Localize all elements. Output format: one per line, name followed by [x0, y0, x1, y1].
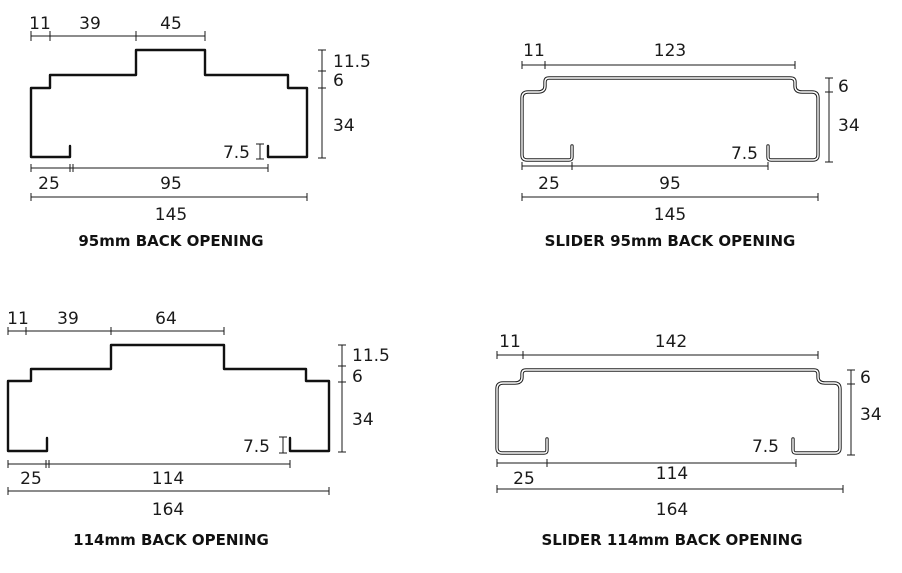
top-dimension-line: [496, 351, 819, 359]
bottom-dimension-line: [30, 164, 269, 172]
dim-return-bottom: 25: [513, 469, 535, 489]
dim-depth: 34: [333, 116, 355, 136]
dim-return-top: 11: [29, 14, 51, 34]
caption: SLIDER 95mm BACK OPENING: [545, 232, 796, 250]
panel-slider-95mm-back-opening: 11 123 6 34 7.5 25 95 145 SLIDER: [520, 41, 860, 250]
overall-dimension-line: [30, 193, 308, 201]
top-dimension-line: [30, 31, 206, 41]
right-dimension-line: [318, 49, 326, 159]
dim-top-width: 123: [654, 41, 686, 61]
dim-step-height: 11.5: [333, 52, 371, 72]
panel-95mm-back-opening: 11 39 45 11.5 6 34 7.5: [29, 14, 371, 250]
dim-return-leg: 7.5: [243, 437, 270, 457]
dim-shoulder: 39: [79, 14, 101, 34]
dim-top-width: 142: [655, 332, 687, 352]
dim-lip-height: 6: [352, 367, 363, 387]
dim-opening: 95: [659, 174, 681, 194]
dim-return-bottom: 25: [538, 174, 560, 194]
slider-frame-profile: [520, 76, 820, 162]
dim-return-top: 11: [523, 41, 545, 61]
caption: 114mm BACK OPENING: [73, 531, 269, 549]
frame-profile: [6, 343, 331, 453]
dim-overall: 145: [155, 205, 187, 225]
right-dimension-line: [338, 344, 346, 453]
slider-frame-profile: [495, 368, 842, 455]
overall-dimension-line: [521, 193, 819, 201]
dim-return-bottom: 25: [20, 469, 42, 489]
panel-slider-114mm-back-opening: 11 142 6 34 7.5 25 114 164 SLIDE: [495, 332, 882, 549]
dim-return-top: 11: [499, 332, 521, 352]
dim-lip-height: 6: [333, 71, 344, 91]
right-dimension-line: [825, 77, 833, 163]
dim-return-bottom: 25: [38, 174, 60, 194]
dim-overall: 164: [152, 500, 184, 520]
overall-dimension-line: [496, 485, 844, 493]
dim-opening: 114: [152, 469, 184, 489]
dim-lip-height: 6: [860, 368, 871, 388]
caption: 95mm BACK OPENING: [78, 232, 263, 250]
top-dimension-line: [7, 327, 225, 335]
bottom-dimension-line: [7, 460, 291, 468]
dim-overall: 164: [656, 500, 688, 520]
return-leg-marker: [256, 143, 264, 160]
dim-return-top: 11: [7, 309, 29, 329]
dim-overall: 145: [654, 205, 686, 225]
dim-return-leg: 7.5: [752, 437, 779, 457]
frame-profile: [29, 48, 309, 159]
dim-depth: 34: [352, 410, 374, 430]
caption: SLIDER 114mm BACK OPENING: [541, 531, 802, 549]
dim-step-width: 45: [160, 14, 182, 34]
dim-opening: 95: [160, 174, 182, 194]
dim-depth: 34: [860, 405, 882, 425]
dim-opening: 114: [656, 464, 688, 484]
panel-114mm-back-opening: 11 39 64 11.5 6 34 7.5 25 114: [6, 309, 390, 549]
dim-shoulder: 39: [57, 309, 79, 329]
dim-return-leg: 7.5: [223, 143, 250, 163]
dim-step-width: 64: [155, 309, 177, 329]
bottom-dimension-line: [521, 162, 769, 170]
overall-dimension-line: [7, 487, 330, 495]
right-dimension-line: [847, 369, 855, 456]
return-leg-marker: [279, 436, 287, 454]
bottom-dimension-line: [496, 459, 797, 467]
dim-lip-height: 6: [838, 77, 849, 97]
dim-depth: 34: [838, 116, 860, 136]
top-dimension-line: [521, 61, 796, 69]
dim-return-leg: 7.5: [731, 144, 758, 164]
dim-step-height: 11.5: [352, 346, 390, 366]
